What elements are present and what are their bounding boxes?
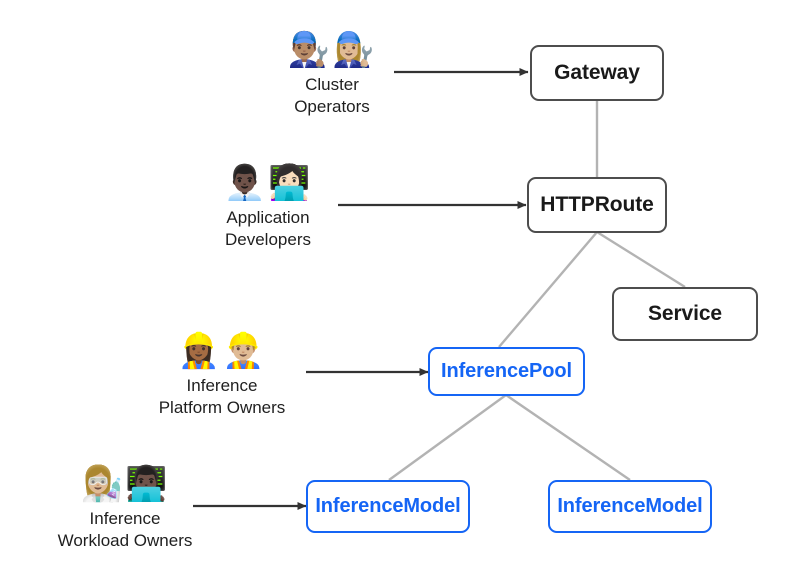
edge-httproute-inferencepool <box>498 231 598 348</box>
application-developers-emoji-icon: 👨🏿‍💼👩🏻‍💻 <box>223 164 313 202</box>
node-inferencepool-label: InferencePool <box>441 360 572 382</box>
persona-cluster-operators: 👨🏽‍🔧👩🏼‍🔧 Cluster Operators <box>222 30 442 118</box>
node-service-label: Service <box>647 302 723 325</box>
node-gateway[interactable]: Gateway <box>530 45 664 101</box>
edge-inferencepool-inferencemodel-1 <box>388 394 507 481</box>
persona-inference-workload-owners-label: Inference Workload Owners <box>57 509 193 550</box>
edge-inferencepool-inferencemodel-2 <box>505 394 631 481</box>
cluster-operators-emoji-icon: 👨🏽‍🔧👩🏼‍🔧 <box>287 31 377 69</box>
node-service[interactable]: Service <box>612 287 758 341</box>
persona-inference-workload-owners: 👩🏼‍🔬👨🏿‍💻 Inference Workload Owners <box>15 464 235 552</box>
node-inferencepool[interactable]: InferencePool <box>428 347 585 396</box>
node-inferencemodel-1[interactable]: InferenceModel <box>306 480 470 533</box>
persona-application-developers-label: Application Developers <box>225 208 311 249</box>
node-inferencemodel-2[interactable]: InferenceModel <box>548 480 712 533</box>
persona-inference-platform-owners: 👷🏾‍♀️👷🏼‍♂️ Inference Platform Owners <box>112 331 332 419</box>
persona-inference-platform-owners-label: Inference Platform Owners <box>158 376 286 417</box>
inference-workload-owners-emoji-icon: 👩🏼‍🔬👨🏿‍💻 <box>80 465 170 503</box>
node-inferencemodel-1-label: InferenceModel <box>315 495 461 517</box>
inference-platform-owners-emoji-icon: 👷🏾‍♀️👷🏼‍♂️ <box>177 332 267 370</box>
node-httproute-label: HTTPRoute <box>540 193 654 216</box>
persona-cluster-operators-label: Cluster Operators <box>294 75 370 116</box>
persona-application-developers: 👨🏿‍💼👩🏻‍💻 Application Developers <box>158 163 378 251</box>
node-inferencemodel-2-label: InferenceModel <box>557 495 703 517</box>
node-httproute[interactable]: HTTPRoute <box>527 177 667 233</box>
edge-httproute-service <box>596 230 686 289</box>
node-gateway-label: Gateway <box>554 61 640 84</box>
